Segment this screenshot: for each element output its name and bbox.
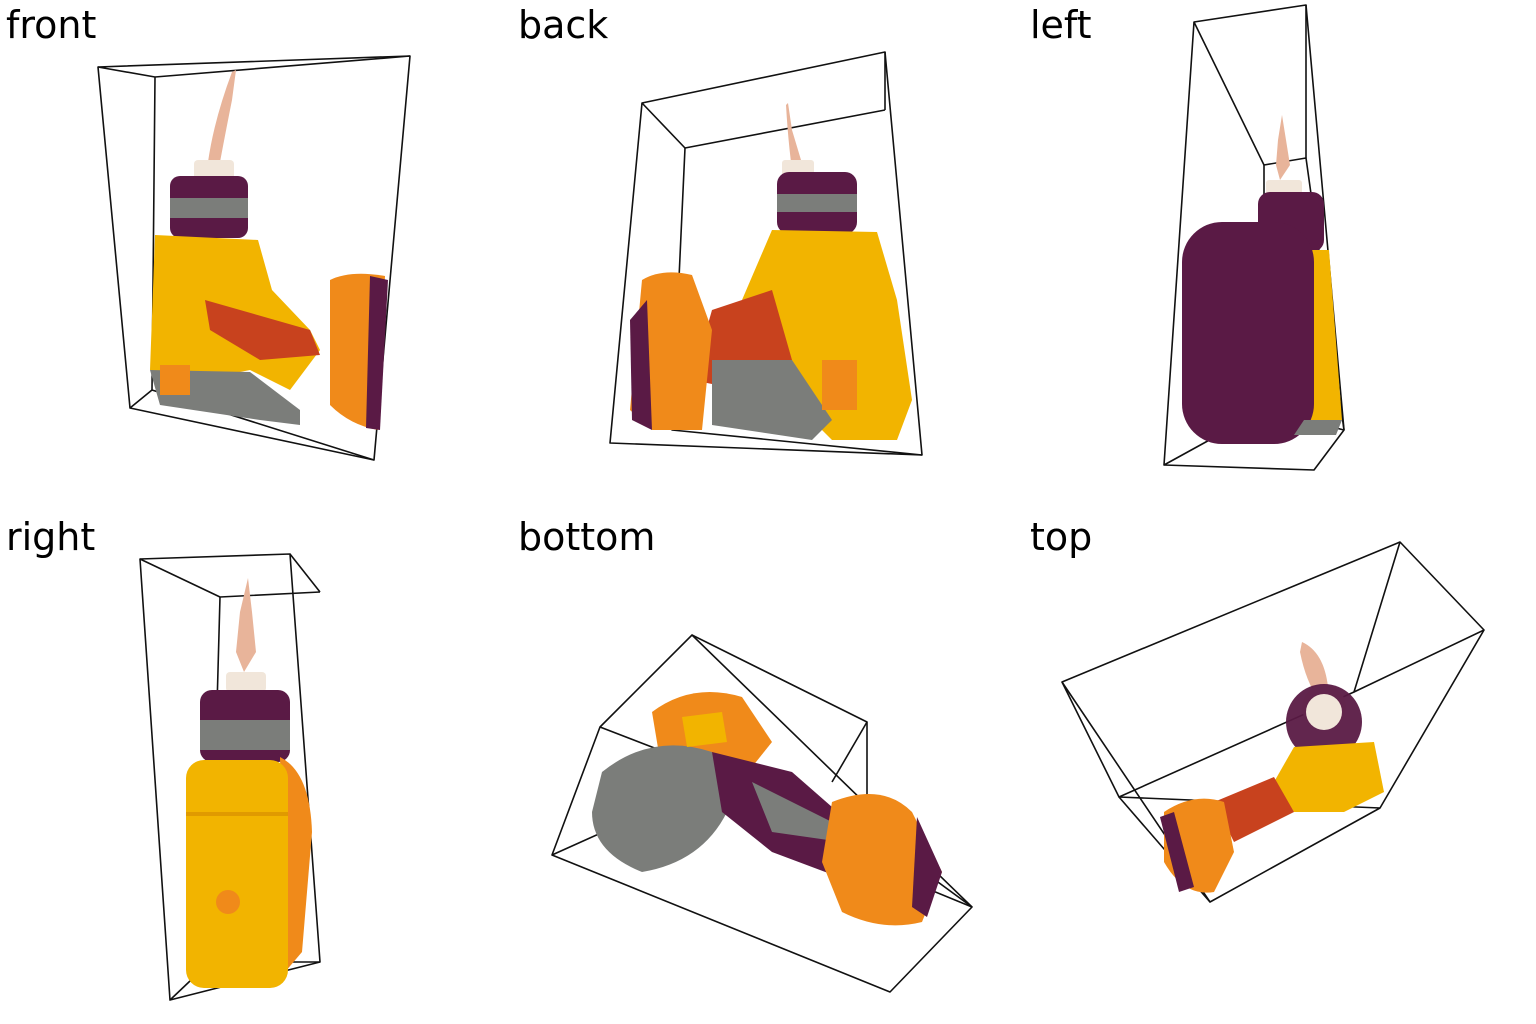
panel-front: front bbox=[0, 0, 512, 512]
bounding-box bbox=[551, 634, 973, 993]
panel-back: back bbox=[512, 0, 1024, 512]
bounding-box bbox=[1163, 4, 1345, 471]
view-label-left: left bbox=[1030, 3, 1092, 47]
view-label-bottom: bottom bbox=[518, 515, 656, 559]
panel-right: right bbox=[0, 512, 512, 1024]
view-label-back: back bbox=[518, 3, 609, 47]
drill-model bbox=[186, 578, 312, 988]
drill-model bbox=[592, 692, 942, 926]
drill-render-top bbox=[1061, 541, 1485, 903]
drill-model bbox=[150, 70, 388, 430]
panel-left: left bbox=[1024, 0, 1536, 512]
panel-top: top bbox=[1024, 512, 1536, 1024]
bounding-box bbox=[1061, 541, 1485, 903]
view-label-right: right bbox=[6, 515, 96, 559]
drill-model bbox=[630, 103, 912, 440]
drill-model bbox=[1160, 642, 1384, 893]
view-label-top: top bbox=[1030, 515, 1093, 559]
drill-render-right bbox=[139, 553, 321, 1001]
drill-render-left bbox=[1163, 4, 1345, 471]
drill-render-front bbox=[97, 55, 411, 461]
view-label-front: front bbox=[6, 3, 97, 47]
drill-model bbox=[1182, 115, 1342, 444]
drill-render-bottom bbox=[551, 634, 973, 993]
drill-render-back bbox=[609, 51, 923, 456]
panel-bottom: bottom bbox=[512, 512, 1024, 1024]
